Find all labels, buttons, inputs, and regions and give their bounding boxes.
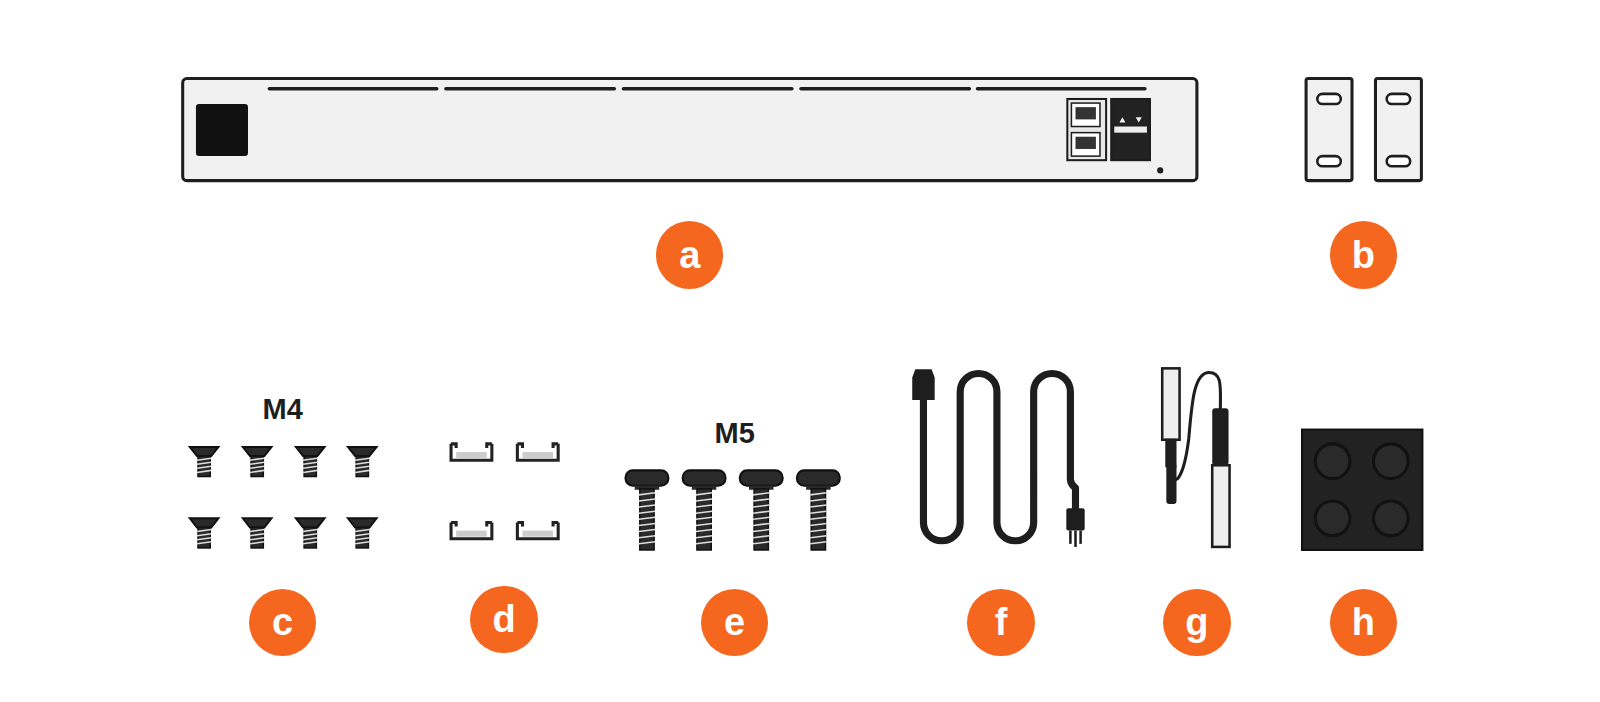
callout-circle: e (701, 589, 768, 656)
callout-letter: e (724, 603, 745, 641)
callout-circle: a (656, 221, 723, 288)
callout-letter: h (1352, 603, 1375, 641)
callout-circle: d (470, 586, 537, 653)
callout-circle: h (1330, 589, 1397, 656)
callout-letter: g (1185, 603, 1208, 641)
screw-size-label: M5 (715, 419, 755, 448)
callout-letter: d (492, 600, 515, 638)
callout-circle: b (1330, 221, 1397, 288)
callout-circle: f (967, 589, 1034, 656)
callout-letter: a (679, 236, 700, 274)
callout-letter: c (272, 603, 293, 641)
callout-letter: f (995, 603, 1008, 641)
callout-letter: b (1352, 236, 1375, 274)
screw-size-label: M4 (263, 395, 303, 424)
callout-circle: c (249, 589, 316, 656)
callout-circle: g (1163, 589, 1230, 656)
